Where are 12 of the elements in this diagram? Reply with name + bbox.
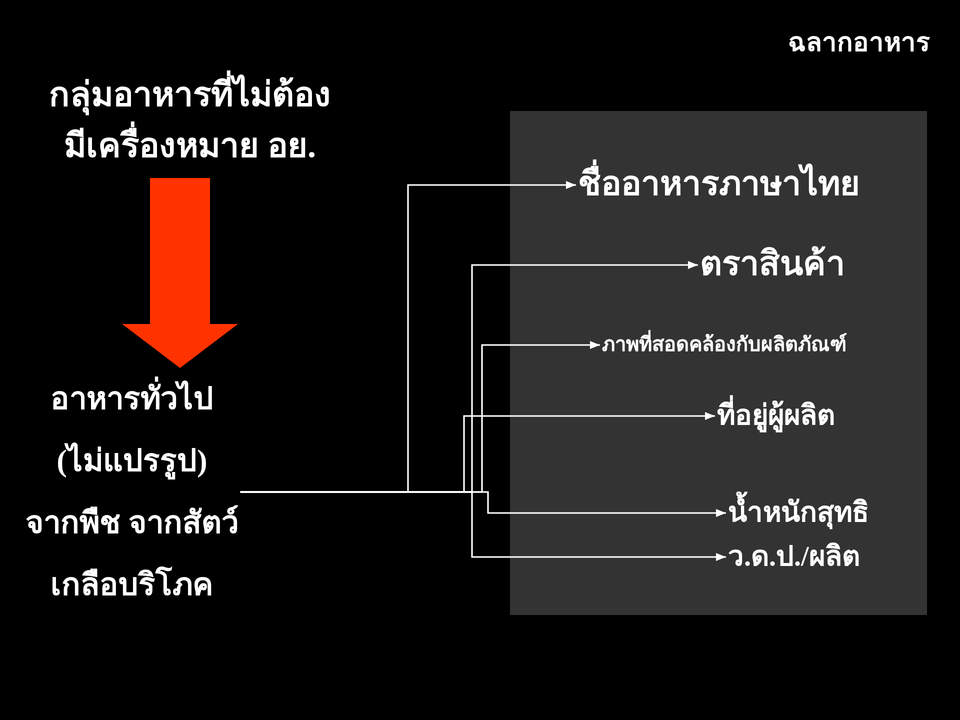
label-item-text: ที่อยู่ผู้ผลิต bbox=[717, 396, 835, 436]
label-item-text: ชื่ออาหารภาษาไทย bbox=[578, 161, 860, 209]
label-item-text: ภาพที่สอดคล้องกับผลิตภัณฑ์ bbox=[602, 331, 847, 359]
title-text: ฉลากอาหาร bbox=[788, 27, 930, 59]
label-item-text: น้ำหนักสุทธิ bbox=[728, 493, 869, 533]
arrow bbox=[240, 491, 726, 561]
label-item-text: ว.ด.ป./ผลิต bbox=[728, 537, 860, 577]
label-item-text: ตราสินค้า bbox=[700, 241, 845, 289]
block-arrow bbox=[122, 178, 238, 368]
category-text: อาหารทั่วไป (ไม่แปรรูป) จากพืช จากสัตว์ เกลือบริโภค bbox=[26, 368, 238, 616]
heading-text: กลุ่มอาหารที่ไม่ต้อง มีเครื่องหมาย อย. bbox=[49, 70, 331, 172]
label-panel bbox=[510, 111, 927, 615]
